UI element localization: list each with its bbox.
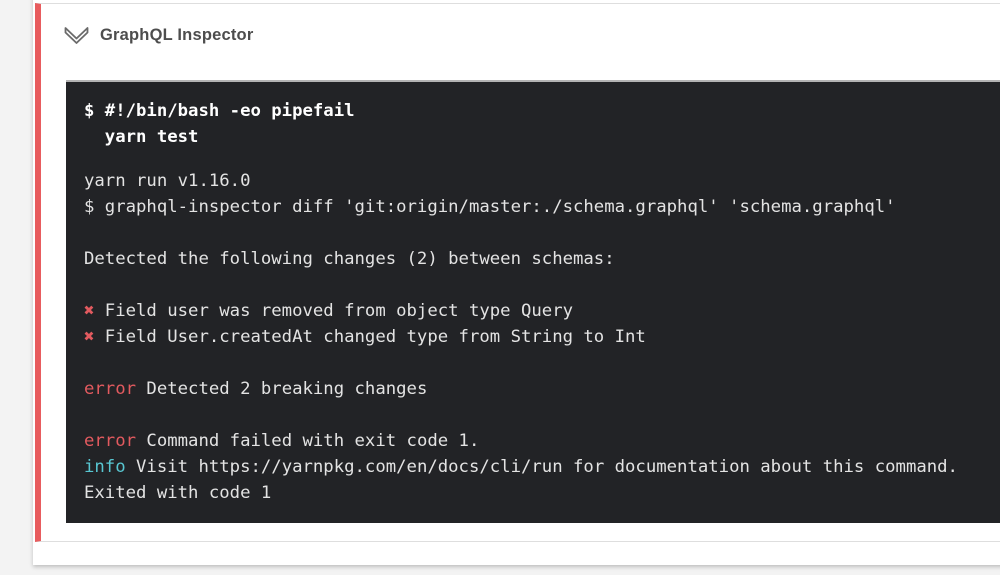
terminal-line: yarn run v1.16.0 (84, 171, 251, 191)
terminal-line (84, 272, 1000, 298)
terminal-line: Detected the following changes (2) betwe… (84, 249, 615, 269)
terminal-command-block: $ #!/bin/bash -eo pipefail yarn test (84, 98, 1000, 150)
terminal-line: yarn test (84, 127, 199, 147)
terminal-line: ✖ Field user was removed from object typ… (84, 301, 573, 321)
step-header-toggle[interactable]: GraphQL Inspector (63, 24, 253, 47)
terminal-line (84, 350, 1000, 376)
terminal-line: ✖ Field User.createdAt changed type from… (84, 327, 646, 347)
terminal-output-block: yarn run v1.16.0 $ graphql-inspector diff… (84, 168, 1000, 506)
terminal-line: $ #!/bin/bash -eo pipefail (84, 101, 355, 121)
terminal-output: $ #!/bin/bash -eo pipefail yarn test yar… (66, 80, 1000, 523)
terminal-line (84, 220, 1000, 246)
terminal-line (84, 402, 1000, 428)
chevron-double-down-icon[interactable] (63, 24, 90, 47)
terminal-line: $ graphql-inspector diff 'git:origin/mas… (84, 197, 896, 217)
terminal-line: info Visit https://yarnpkg.com/en/docs/c… (84, 457, 958, 477)
step-title: GraphQL Inspector (100, 26, 254, 44)
build-step-panel: GraphQL Inspector $ #!/bin/bash -eo pipe… (35, 3, 1000, 542)
terminal-line: Exited with code 1 (84, 483, 272, 503)
terminal-line: error Detected 2 breaking changes (84, 379, 428, 399)
terminal-line: error Command failed with exit code 1. (84, 431, 480, 451)
